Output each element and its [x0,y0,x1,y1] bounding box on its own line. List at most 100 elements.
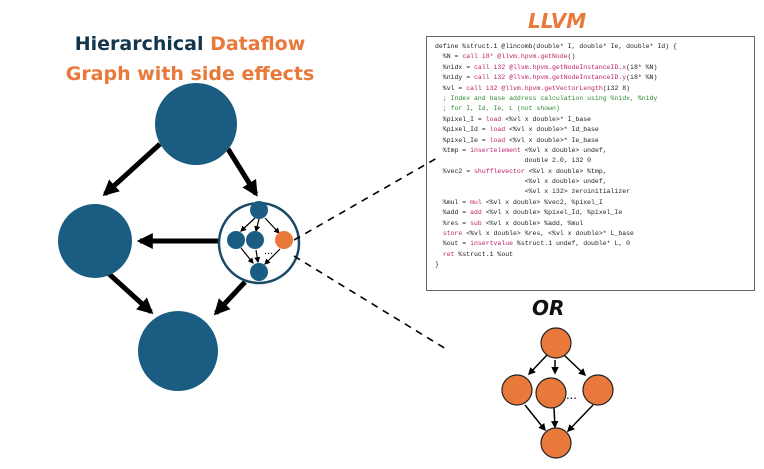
edge-left-to-bottom [106,271,154,315]
code-line: %mul = mul <%vl x double> %vec2, %pixel_… [435,198,677,208]
code-text: %pixel_Id = [435,126,490,134]
code-text: (i8* %N) [626,74,658,82]
code-text: %nidy = [435,74,475,82]
code-text: %out = [435,240,471,248]
code-keyword: mul [470,198,482,206]
code-line: %pixel_I = load <%vl x double>* I_base [435,115,677,125]
llvm-code-lines: define %struct.1 @lincomb(double* I, dou… [435,42,677,271]
code-line: %nidy = call i32 @llvm.hpvm.getNodeInsta… [435,73,677,83]
code-line: %tmp = insertelement <%vl x double> unde… [435,146,677,156]
code-keyword: call i32 @llvm.hpvm.getNodeInstanceID.y [474,74,627,82]
code-keyword: load [489,126,506,134]
alt-edge-3 [563,354,587,377]
code-text: () [567,53,576,61]
code-line: %N = call i8* @llvm.hpvm.getNode() [435,52,677,62]
code-text: %mul = [435,198,471,206]
code-text: (i8* %N) [626,63,658,71]
code-line: ; Index and base address calculation usi… [435,94,677,104]
code-text: double 2.0, i32 0 [435,157,592,165]
code-text: %struct.1 %out [454,250,514,258]
code-text: %struct.1 undef, double* L, 0 [513,240,631,248]
code-line: %pixel_Ie = load <%vl x double>* Ie_base [435,136,677,146]
diagram-title-line2: Graph with side effects [65,63,315,85]
inner-node-mid-left [227,231,245,249]
inner-edge-6 [264,248,281,265]
node-top [155,83,237,165]
code-comment: ; Index and base address calculation usi… [435,94,658,102]
alt-edge-5 [550,407,559,429]
title-word-dataflow: Dataflow [210,33,306,55]
callout-line-lower [293,255,447,350]
inner-ellipsis: ... [264,245,273,257]
code-keyword: ret [442,250,455,258]
code-text: <%vl x double>* I_base [501,115,592,123]
callout-line-upper [293,157,438,241]
code-text: (i32 8) [602,84,631,92]
node-left [58,204,132,278]
code-line: %res = sub <%vl x double> %add, %mul [435,219,677,229]
edge-inner-to-bottom [213,280,247,316]
code-keyword: insertvalue [470,240,514,248]
code-text: <%vl x double> %tmp, [524,167,607,175]
code-text: %N = [435,53,463,61]
llvm-code-box: define %struct.1 @lincomb(double* I, dou… [426,36,755,291]
code-line: %pixel_Id = load <%vl x double>* Id_base [435,125,677,135]
code-line: %out = insertvalue %struct.1 undef, doub… [435,239,677,249]
code-line: %vl = call i32 @llvm.hpvm.getVectorLengt… [435,84,677,94]
inner-edge-5 [254,249,261,264]
edge-top-to-inner [225,147,259,197]
code-keyword: call i32 @llvm.hpvm.getNodeInstanceID.x [474,63,627,71]
edge-top-to-left [102,142,162,197]
code-text: <%vl x double>* Id_base [505,126,599,134]
title-word-hierarchical: Hierarchical [74,33,204,55]
code-keyword: call i32 @llvm.hpvm.getVectorLength [466,84,603,92]
node-bottom [138,311,218,391]
alt-node-bottom [540,427,572,459]
alt-node-left [501,374,533,406]
code-line: <%vl x double> undef, [435,177,677,187]
code-line: %add = add <%vl x double> %pixel_Id, %pi… [435,208,677,218]
alt-ellipsis: ... [566,387,577,402]
code-text: <%vl x double> %res, <%vl x double>* L_b… [462,230,634,238]
code-line: double 2.0, i32 0 [435,156,677,166]
inner-edge-4 [240,247,254,264]
alt-node-top [540,327,572,359]
code-line: ret %struct.1 %out [435,250,677,260]
code-keyword: sub [470,219,482,227]
code-text: %res = [435,219,471,227]
inner-edge-3 [264,217,280,234]
code-text: <%vl x double> %vec2, %pixel_I [481,198,603,206]
code-keyword: load [489,136,506,144]
code-keyword: call i8* @llvm.hpvm.getNode [462,53,568,61]
alt-node-right [582,374,614,406]
inner-node-mid-center [246,231,264,249]
llvm-label: LLVM [528,9,587,33]
code-keyword: store [442,230,463,238]
code-line: define %struct.1 @lincomb(double* I, dou… [435,42,677,52]
code-line: <%vl x i32> zeroinitializer [435,187,677,197]
code-line: store <%vl x double> %res, <%vl x double… [435,229,677,239]
inner-node-top [250,201,268,219]
code-keyword: load [485,115,502,123]
code-text: %nidx = [435,63,475,71]
code-text: <%vl x double> %pixel_Id, %pixel_Ie [481,209,623,217]
alt-edge-1 [527,354,548,376]
code-text: <%vl x double> undef, [520,146,607,154]
code-text: %vec2 = [435,167,475,175]
code-keyword: shufflevector [474,167,525,175]
code-text: %vl = [435,84,467,92]
inner-node-side-effect [275,231,293,249]
code-comment: ; for I, Id, Ie, L (not shown) [435,105,560,113]
alt-edge-4 [524,404,546,432]
code-line: %vec2 = shufflevector <%vl x double> %tm… [435,167,677,177]
inner-edge-1 [240,217,256,232]
code-keyword: insertelement [470,146,521,154]
code-text: %tmp = [435,146,471,154]
code-text: %pixel_I = [435,115,486,123]
code-text: <%vl x i32> zeroinitializer [435,188,631,196]
code-text: %add = [435,209,471,217]
code-line: ; for I, Id, Ie, L (not shown) [435,104,677,114]
or-label: OR [532,296,565,320]
alt-edge-6 [566,404,594,433]
